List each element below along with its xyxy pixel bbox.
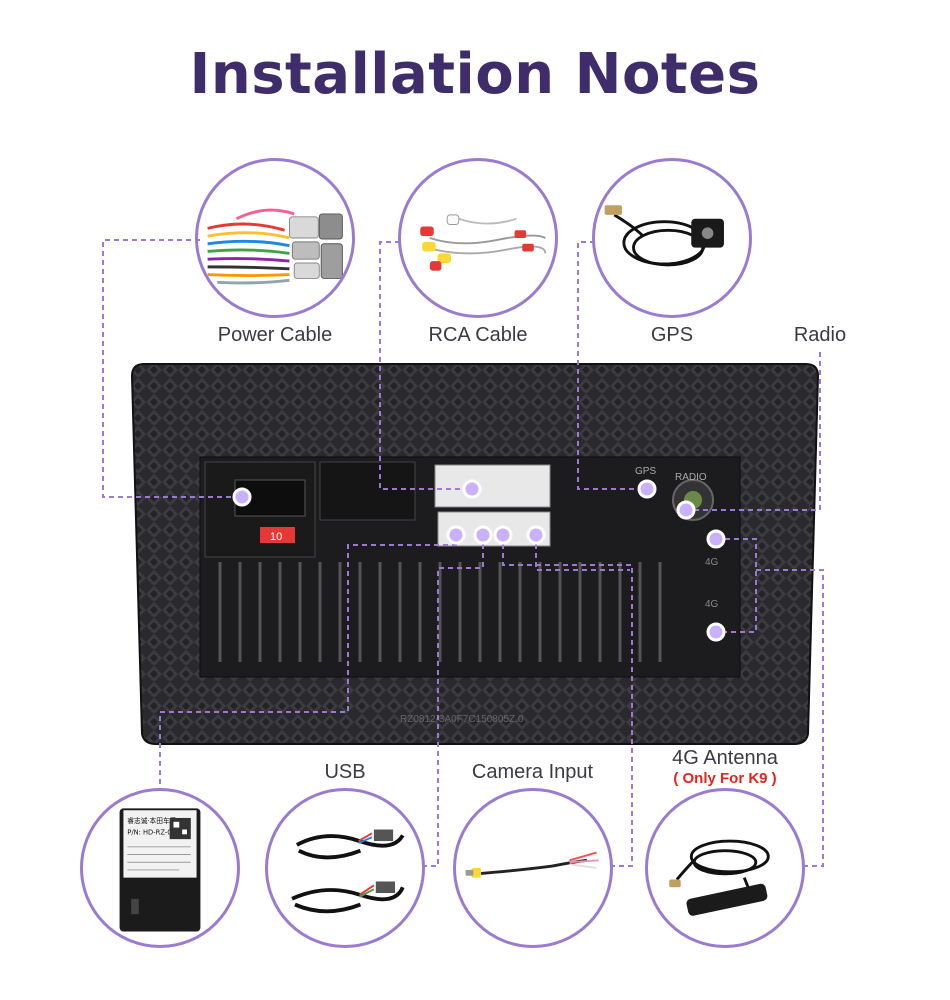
canbus-box-line1: 睿志诚·本田车系: [127, 816, 176, 825]
antenna-4g-image: [645, 788, 805, 948]
fuse-label: 10: [270, 531, 282, 543]
gps-label: GPS: [650, 324, 694, 346]
page-title: Installation Notes: [189, 42, 761, 107]
radio-port-label: RADIO: [675, 472, 707, 483]
power-cable-label: Power Cable: [217, 324, 333, 346]
usb-cables-image: [265, 788, 425, 948]
rca-cable-image: [398, 158, 558, 318]
serial-label: RZ0812-3A0F7C150805Z.0: [400, 714, 524, 725]
gps-image: [592, 158, 752, 318]
canbus-box-image: 睿志诚·本田车系 P/N: HD-RZ-06: [80, 788, 240, 948]
gps-port-label: GPS: [635, 466, 656, 477]
canbus-box-line2: P/N: HD-RZ-06: [127, 828, 176, 836]
ant1-port-label: 4G: [705, 557, 719, 568]
usb-label: USB: [324, 761, 366, 783]
radio-label: Radio: [793, 324, 847, 346]
antenna-4g-note: ( Only For K9 ): [673, 770, 777, 787]
head-unit-back: 10 GPS RADIO 4G 4G RZ0812-3A0F7C150805Z.…: [130, 363, 820, 745]
rca-cable-label: RCA Cable: [428, 324, 528, 346]
antenna-4g-label: 4G Antenna: [672, 747, 778, 769]
power-cable-image: [195, 158, 355, 318]
ant2-port-label: 4G: [705, 599, 719, 610]
camera-cable-image: [453, 788, 613, 948]
camera-input-label: Camera Input: [471, 761, 594, 783]
